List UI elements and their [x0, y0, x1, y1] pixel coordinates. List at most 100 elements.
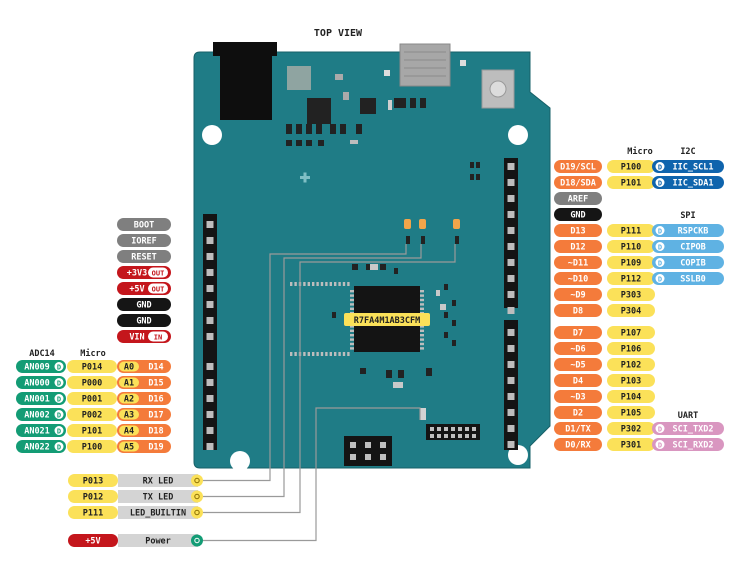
micro-pin-left: P002: [82, 411, 102, 421]
pin-label-right-bg: [554, 358, 602, 371]
digital-badge-bg: [53, 441, 65, 452]
micro-pin-left: P001: [82, 395, 102, 405]
adc-label: AN021: [24, 427, 50, 437]
micro-pin-right: P301: [621, 441, 641, 451]
micro-pin-right-bg: [607, 374, 655, 387]
micro-pin-left-bg: [67, 440, 117, 453]
pin-label-right: D12: [570, 243, 585, 253]
adc-label: AN009: [24, 363, 50, 373]
pin-label-right-bg: [554, 374, 602, 387]
mounting-hole: [202, 125, 222, 145]
pin-label-right: ~D3: [570, 393, 585, 403]
pin-label-right-bg: [554, 272, 602, 285]
power-jack-body: [220, 52, 272, 120]
function-label: IIC_SDA1: [673, 179, 714, 189]
pin-label-right-bg: [554, 326, 602, 339]
pin-label-right-bg: [554, 438, 602, 451]
function-label: SCI_TXD2: [673, 425, 714, 435]
digital-badge: D: [57, 364, 61, 372]
power-tag-bg: [148, 331, 168, 342]
pin-label-right: D13: [570, 227, 585, 237]
pin-label-right: GND: [570, 211, 585, 221]
function-label: SSLB0: [680, 275, 706, 285]
i2c-header: I2C: [680, 147, 695, 157]
pin-label-right-bg: [554, 176, 602, 189]
function-label-bg: [652, 272, 724, 285]
digital-badge-bg: [654, 161, 666, 172]
micro-header-right: Micro: [627, 146, 653, 157]
led-name-bg: [118, 506, 198, 519]
led-name-bg: [118, 490, 198, 503]
micro-pin-left-bg: [67, 424, 117, 437]
micro-pin-right-bg: [607, 240, 655, 253]
digital-badge-bg: [654, 177, 666, 188]
analog-label: A4: [124, 427, 134, 437]
mounting-hole: [508, 125, 528, 145]
function-label: SCI_RXD2: [673, 441, 714, 451]
micro-pin-right: P111: [621, 227, 641, 237]
function-label-bg: [652, 438, 724, 451]
micro-pin-right-bg: [607, 304, 655, 317]
function-label-bg: [652, 240, 724, 253]
analog-label-bg: [119, 393, 139, 404]
micro-pin-right-bg: [607, 224, 655, 237]
micro-pin-right: P302: [621, 425, 641, 435]
adc-label: AN001: [24, 395, 50, 405]
micro-pin-right: P303: [621, 291, 641, 301]
led-micro-bg: [68, 490, 118, 503]
power-pin-label: VIN: [129, 333, 144, 343]
adc-label: AN022: [24, 443, 50, 453]
analog-label-bg: [119, 361, 139, 372]
digital-badge: D: [57, 396, 61, 404]
digital-badge: D: [658, 260, 662, 268]
function-label-bg: [652, 176, 724, 189]
pin-label-right: AREF: [568, 195, 588, 205]
pin-label-right-bg: [554, 208, 602, 221]
diagram-title: TOP VIEW: [314, 28, 363, 39]
pin-label-right: ~D5: [570, 361, 585, 371]
digital-badge: D: [658, 244, 662, 252]
function-label-bg: [652, 224, 724, 237]
function-label: COPIB: [680, 259, 706, 269]
micro-pin-left-bg: [67, 376, 117, 389]
pin-label-right: D18/SDA: [560, 179, 596, 189]
led-name: Power: [145, 537, 171, 547]
digital-badge: D: [658, 164, 662, 172]
chip-label-box: [344, 313, 430, 326]
pin-label-right-bg: [554, 192, 602, 205]
led-lead-line: [203, 244, 422, 498]
micro-pin-right-bg: [607, 256, 655, 269]
micro-pin-left-bg: [67, 392, 117, 405]
led-name-bg: [118, 534, 198, 547]
led-micro-bg: [68, 506, 118, 519]
led-name: TX LED: [143, 493, 174, 503]
digital-alias: D17: [148, 411, 163, 421]
micro-pin-right: P105: [621, 409, 641, 419]
digital-badge-bg: [53, 361, 65, 372]
digital-badge: D: [57, 444, 61, 452]
chip-label: R7FA4M1AB3CFM: [354, 316, 421, 326]
micro-pin-left: P100: [82, 443, 102, 453]
header-strip-right-bottom: [504, 320, 518, 450]
digital-badge: D: [658, 426, 662, 434]
led-micro: P111: [83, 509, 103, 519]
digital-badge-bg: [53, 425, 65, 436]
micro-pin-right-bg: [607, 342, 655, 355]
digital-badge-bg: [654, 273, 666, 284]
power-pin-label: +5V: [129, 285, 144, 295]
pin-label-right: D1/TX: [565, 425, 591, 435]
pin-label-right-bg: [554, 256, 602, 269]
power-pin-label: GND: [136, 301, 151, 311]
micro-pin-right: P112: [621, 275, 641, 285]
pin-label-right-bg: [554, 342, 602, 355]
digital-badge: D: [57, 380, 61, 388]
power-tag-bg: [148, 283, 168, 294]
pin-label-right-bg: [554, 406, 602, 419]
adc-label: AN000: [24, 379, 50, 389]
led-icon: [191, 506, 203, 519]
power-pin-label: IOREF: [131, 237, 157, 247]
led-micro: P012: [83, 493, 103, 503]
led-icon-mark: [194, 537, 200, 544]
digital-badge: D: [658, 180, 662, 188]
